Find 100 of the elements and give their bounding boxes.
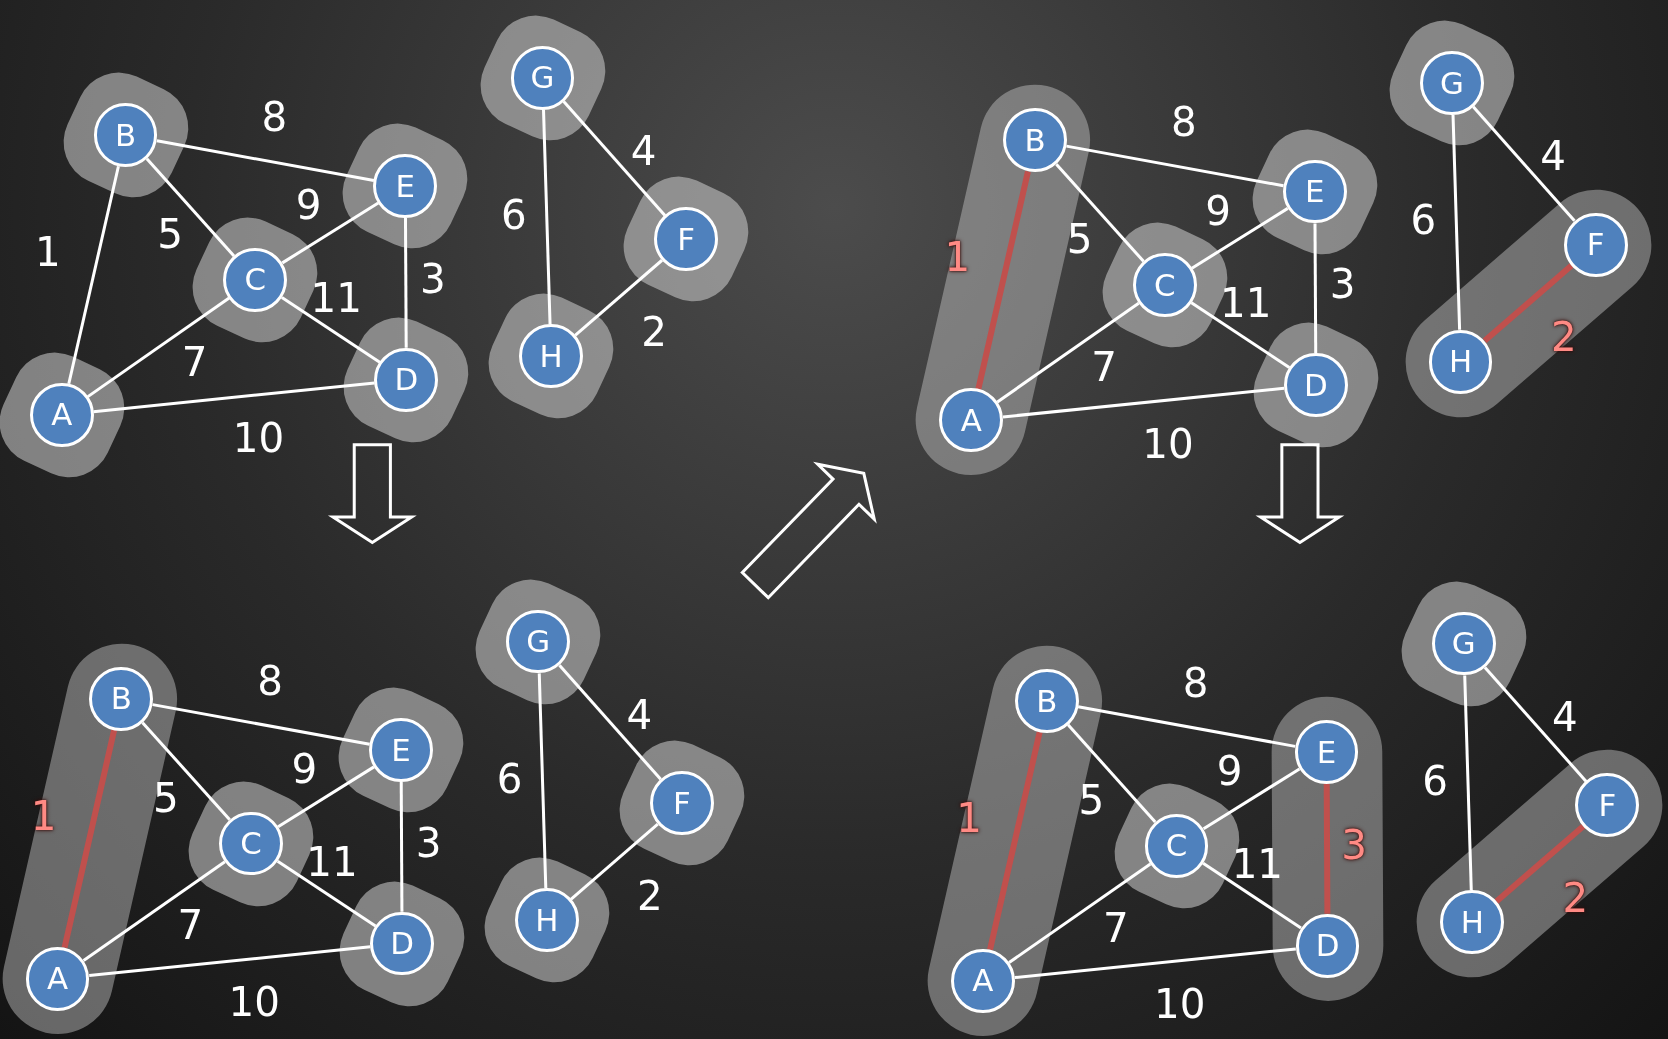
graph-edge xyxy=(281,201,380,265)
graph-edge xyxy=(399,781,404,912)
edge-label: 6 xyxy=(1422,760,1448,801)
edge-label: 1 xyxy=(944,237,971,278)
graph-edge xyxy=(987,731,1043,951)
graph-edge xyxy=(61,729,118,949)
edge-label: 10 xyxy=(1142,423,1194,464)
graph-edge xyxy=(1066,144,1284,188)
edge-label: 2 xyxy=(641,311,668,353)
graph-edge xyxy=(1202,767,1301,831)
graph-edge xyxy=(1066,723,1157,823)
edge-label: 7 xyxy=(1091,346,1118,388)
vertex-circle: C xyxy=(1132,253,1197,317)
edge-label: 9 xyxy=(291,748,318,790)
edge-label: 5 xyxy=(153,777,179,819)
vertex-circle: F xyxy=(1575,773,1640,838)
edge-label: 7 xyxy=(1103,907,1129,948)
graph-edge xyxy=(1323,783,1331,914)
edge-label: 3 xyxy=(420,258,446,299)
vertex-circle: H xyxy=(519,324,583,389)
vertex-circle: A xyxy=(25,946,90,1011)
edge-label: 11 xyxy=(310,277,362,319)
graph-edge xyxy=(1191,207,1289,270)
edge-label: 10 xyxy=(232,418,285,459)
edge-label: 6 xyxy=(496,758,523,799)
graph-edge xyxy=(1494,823,1586,904)
graph-edge xyxy=(1472,105,1576,222)
edge-label: 10 xyxy=(1154,984,1206,1025)
graph-edge xyxy=(1002,386,1285,419)
edge-label: 6 xyxy=(500,194,527,236)
edge-label: 9 xyxy=(1216,751,1243,792)
vertex-circle: C xyxy=(223,247,288,312)
vertex-circle: E xyxy=(373,154,438,219)
vertex-circle: E xyxy=(369,718,433,782)
graph-edge xyxy=(996,302,1140,404)
edge-label: 2 xyxy=(1562,877,1589,918)
edge-label: 11 xyxy=(306,841,358,882)
graph-edge xyxy=(82,860,226,962)
graph-edge xyxy=(1190,301,1291,369)
edge-label: 11 xyxy=(1231,843,1284,884)
edge-label: 4 xyxy=(1540,136,1566,177)
vertex-circle: A xyxy=(951,948,1015,1013)
edge-label: 6 xyxy=(1410,200,1437,241)
graph-edge xyxy=(537,673,548,889)
graph-edge xyxy=(1055,163,1145,263)
graph-edge xyxy=(1014,947,1296,980)
edge-label: 2 xyxy=(637,875,663,916)
edge-label: 4 xyxy=(1551,696,1578,738)
graph-edge xyxy=(1451,114,1462,330)
vertex-circle: E xyxy=(1294,720,1359,784)
vertex-circle: B xyxy=(1014,669,1079,733)
edge-label: 3 xyxy=(1329,263,1356,305)
edge-label: 3 xyxy=(1341,824,1368,865)
edge-label: 1 xyxy=(956,797,982,839)
edge-label: 11 xyxy=(1219,282,1272,324)
vertex-circle: G xyxy=(1420,51,1484,115)
graph-edge xyxy=(542,109,552,325)
edge-label: 5 xyxy=(1078,779,1105,821)
vertex-circle: C xyxy=(1144,813,1209,878)
graph-edge xyxy=(93,381,375,414)
vertex-circle: D xyxy=(1283,353,1348,417)
edge-label: 5 xyxy=(157,213,184,255)
vertex-circle: F xyxy=(654,207,718,272)
graph-edge xyxy=(141,721,231,821)
edge-label: 3 xyxy=(415,822,442,863)
edge-label: 7 xyxy=(177,905,204,946)
edge-label: 4 xyxy=(630,130,657,172)
edge-label: 10 xyxy=(228,981,280,1023)
graph-edge xyxy=(87,296,230,398)
graph-edge xyxy=(975,170,1031,390)
graph-edge xyxy=(277,765,375,828)
edge-label: 1 xyxy=(35,231,61,273)
graph-edge xyxy=(152,703,370,746)
vertex-circle: G xyxy=(506,609,571,674)
vertex-circle: F xyxy=(649,771,714,836)
graph-edge xyxy=(67,165,120,385)
edge-label: 2 xyxy=(1550,317,1577,358)
graph-edge xyxy=(276,859,377,928)
graph-edge xyxy=(569,822,659,901)
graph-edge xyxy=(1077,705,1296,748)
edge-label: 5 xyxy=(1066,219,1093,260)
graph-edge xyxy=(1463,675,1473,891)
vertex-circle: A xyxy=(29,382,94,447)
vertex-circle: A xyxy=(939,388,1004,453)
edge-label: 8 xyxy=(1182,662,1209,704)
vertex-circle: B xyxy=(93,103,158,167)
graph-edge xyxy=(156,139,375,182)
vertex-circle: G xyxy=(510,45,575,110)
graph-edge xyxy=(562,100,667,217)
graph-edge xyxy=(1482,263,1574,344)
graph-edge xyxy=(403,218,408,348)
vertex-circle: H xyxy=(1440,890,1505,955)
graph-edge xyxy=(558,664,662,781)
edge-label: 9 xyxy=(295,185,322,226)
vertex-circle: D xyxy=(374,347,439,412)
edge-label: 4 xyxy=(626,694,653,736)
graph-edge xyxy=(1008,862,1152,964)
edge-label: 7 xyxy=(181,341,208,382)
graph-edge xyxy=(281,296,381,364)
vertex-circle: D xyxy=(370,911,434,976)
